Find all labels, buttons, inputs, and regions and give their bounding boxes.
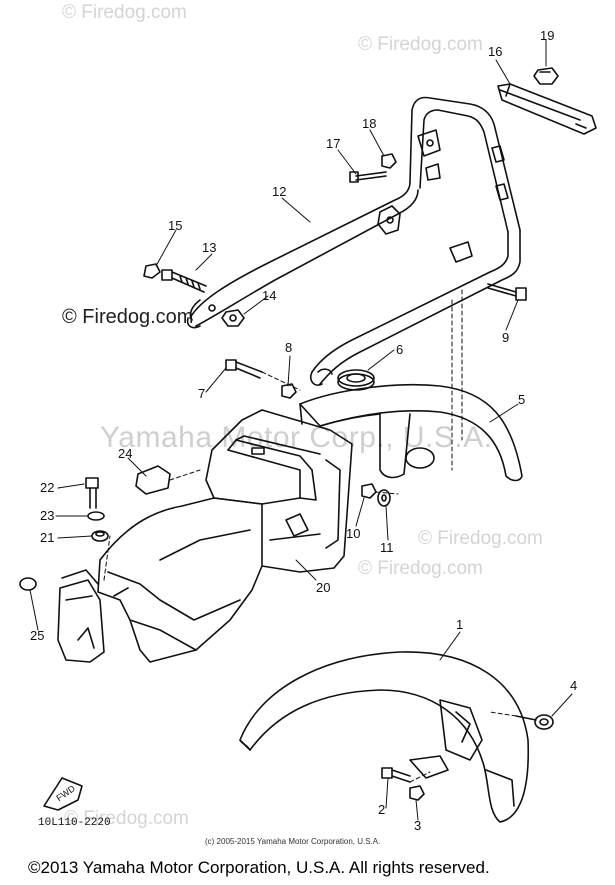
part-number-8: 8	[285, 340, 293, 355]
part-number-4: 4	[570, 678, 578, 693]
part-number-13: 13	[202, 240, 217, 255]
bolt-part-13	[161, 269, 207, 293]
part-number-9: 9	[502, 330, 510, 345]
leader-lines	[29, 39, 573, 821]
rear-fender-part-5	[299, 384, 523, 482]
part-number-18: 18	[362, 116, 377, 131]
nut-part-8	[281, 383, 297, 399]
part-number-20: 20	[316, 580, 331, 595]
grab-bar-part-12	[186, 96, 521, 386]
part-number-17: 17	[326, 136, 341, 151]
part-number-22: 22	[40, 480, 55, 495]
copyright-notice: ©2013 Yamaha Motor Corporation, U.S.A. A…	[28, 858, 490, 877]
part-number-3: 3	[414, 818, 422, 833]
grommet-part-21	[91, 530, 109, 542]
watermark-firedog: © Firedog.com	[418, 528, 543, 549]
credit-small: (c) 2005-2015 Yamaha Motor Corporation, …	[205, 837, 381, 846]
fwd-arrow-icon	[43, 777, 83, 811]
part-number-11: 11	[380, 540, 394, 555]
washer-part-11	[377, 489, 391, 507]
cap-part-16	[497, 83, 597, 135]
front-fender-part-1	[239, 651, 530, 823]
watermark-firedog: © Firedog.com	[358, 34, 483, 55]
nut-part-3	[409, 785, 425, 801]
bolt-part-7	[225, 359, 263, 379]
part-number-6: 6	[396, 342, 404, 357]
part-number-21: 21	[40, 530, 55, 545]
part-number-15: 15	[168, 218, 183, 233]
part-number-14: 14	[262, 288, 277, 303]
part-number-1: 1	[456, 617, 464, 632]
part-number-19: 19	[540, 28, 555, 43]
bolt-part-9	[487, 283, 527, 301]
nut-part-18	[381, 153, 397, 169]
watermark-firedog-dark: © Firedog.com	[62, 306, 194, 328]
clip-part-24	[135, 465, 171, 495]
bolt-part-4	[515, 714, 554, 730]
part-number-5: 5	[518, 392, 526, 407]
bolt-part-17	[349, 171, 387, 183]
part-number-24: 24	[118, 446, 133, 461]
fwd-label: FWD	[54, 783, 77, 803]
part-number-2: 2	[378, 802, 386, 817]
part-number-16: 16	[488, 44, 503, 59]
watermark-firedog: © Firedog.com	[62, 2, 187, 23]
bolt-part-2	[381, 767, 411, 783]
nut-part-10	[361, 483, 377, 499]
mudguard-part-25	[19, 569, 105, 663]
part-number-7: 7	[198, 386, 206, 401]
part-number-23: 23	[40, 508, 55, 523]
nut-part-15	[143, 263, 161, 279]
washer-part-23	[87, 511, 105, 521]
part-number-12: 12	[272, 184, 287, 199]
nut-part-19	[533, 67, 559, 85]
watermark-firedog: © Firedog.com	[358, 558, 483, 579]
bolt-part-22	[85, 477, 99, 509]
inner-fender-part-20	[205, 409, 353, 573]
part-number-25: 25	[30, 628, 45, 643]
diagram-code: 10L110-2220	[38, 817, 111, 829]
dashed-reference-lines	[103, 289, 517, 783]
part-number-10: 10	[346, 526, 361, 541]
watermark-firedog: © Firedog.com	[64, 808, 189, 829]
flap-tray	[97, 497, 263, 663]
nut-part-14	[221, 309, 245, 327]
